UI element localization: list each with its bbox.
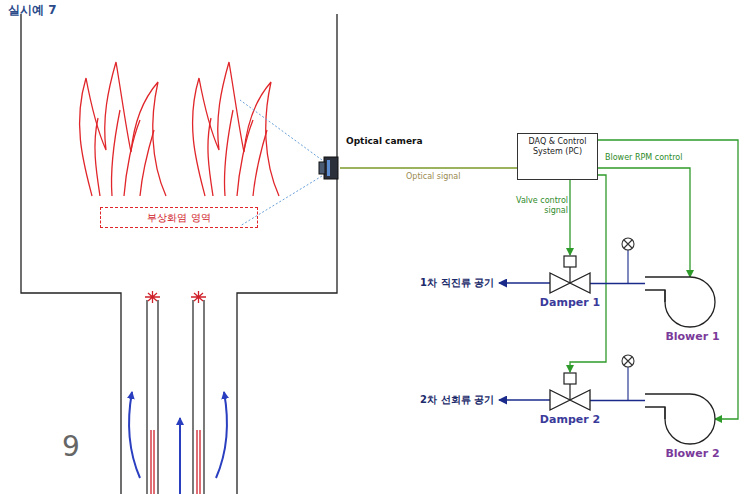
pressure-gauge — [622, 238, 634, 400]
connector — [590, 400, 645, 402]
node-label: Blower 1 — [655, 330, 730, 343]
damper-valve: Damper 2 — [540, 372, 600, 426]
air-flow-arrow — [129, 392, 227, 494]
furnace-wall — [21, 14, 337, 494]
blower-symbol — [645, 260, 730, 330]
camera-symbol — [318, 155, 342, 182]
flame — [80, 62, 279, 196]
edge-label: Valve control signal — [495, 196, 569, 216]
connector — [569, 180, 570, 255]
edge-label: Blower RPM control — [604, 153, 683, 163]
connector — [340, 167, 517, 168]
blower: Blower 2 — [645, 377, 730, 460]
title: 실시예 7 — [8, 2, 57, 19]
connector — [598, 140, 738, 419]
blower: Blower 1 — [645, 260, 730, 343]
air-label: 2차 선회류 공기 — [420, 393, 494, 407]
node-label: Blower 2 — [655, 447, 730, 460]
valve-symbol — [540, 255, 600, 295]
page-number: 9 — [62, 430, 80, 463]
node-label: Optical camera — [346, 136, 423, 146]
valve-symbol — [540, 372, 600, 412]
nozzle-tip — [145, 291, 206, 494]
blower-symbol — [645, 377, 730, 447]
edge-label: Optical signal — [405, 172, 461, 182]
node-label: 부상화염 영역 — [105, 211, 253, 224]
fuel-nozzle — [147, 300, 204, 494]
control-system-box: DAQ & Control System (PC) — [517, 133, 598, 180]
air-label: 1차 직진류 공기 — [420, 276, 494, 290]
node-label: Damper 2 — [520, 413, 620, 426]
connector — [590, 283, 645, 285]
connector — [598, 168, 690, 277]
flame-zone-box: 부상화염 영역 — [100, 207, 258, 228]
node-label: Damper 1 — [520, 296, 620, 309]
node-label: DAQ & Control System (PC) — [521, 137, 594, 157]
damper-valve: Damper 1 — [540, 255, 600, 309]
